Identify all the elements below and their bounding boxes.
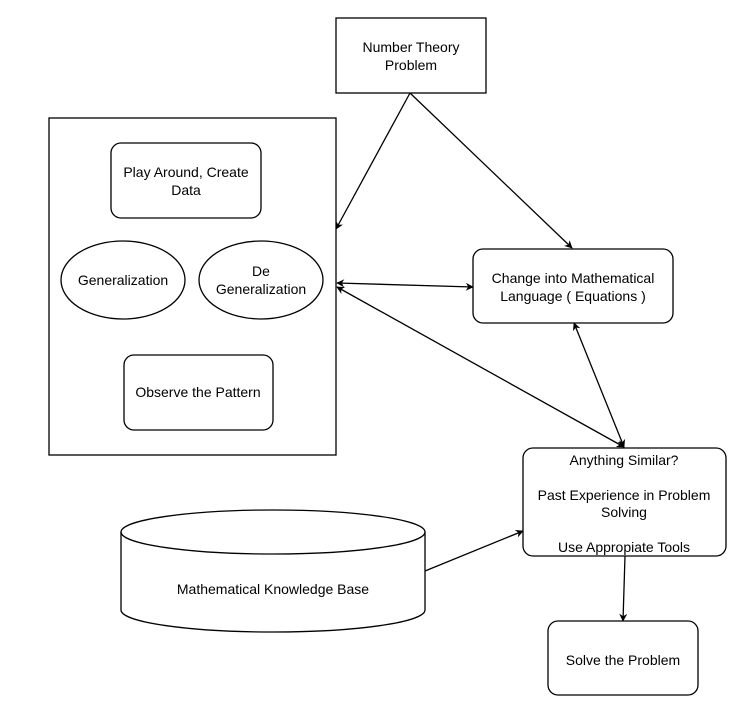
node-de-generalization: De Generalization: [198, 240, 324, 320]
anything-similar-line-4: Solving: [601, 504, 647, 520]
observe-pattern-line-1: Observe the Pattern: [135, 384, 260, 400]
node-anything-similar: Anything Similar? Past Experience in Pro…: [522, 447, 727, 557]
de-generalization-line-1: De: [252, 263, 270, 279]
generalization-line-1: Generalization: [78, 272, 168, 288]
number-theory-line-1: Number Theory: [362, 39, 459, 55]
anything-similar-line-1: Anything Similar?: [570, 452, 679, 468]
anything-similar-line-6: Use Appropiate Tools: [558, 539, 690, 555]
change-math-line-1: Change into Mathematical: [492, 270, 655, 286]
node-observe-pattern: Observe the Pattern: [123, 354, 274, 431]
edge-anything-similar-to-solve: [619, 555, 628, 622]
node-play-around: Play Around, Create Data: [110, 142, 262, 219]
knowledge-base-line-1: Mathematical Knowledge Base: [177, 581, 369, 597]
node-solve-problem: Solve the Problem: [547, 620, 699, 696]
number-theory-line-2: Problem: [385, 57, 437, 73]
node-change-math-language: Change into Mathematical Language ( Equa…: [472, 248, 674, 324]
edge-problem-to-explore-group: [335, 92, 411, 230]
node-knowledge-base: Mathematical Knowledge Base: [120, 509, 426, 633]
play-around-line-2: Data: [171, 182, 201, 198]
de-generalization-line-2: Generalization: [216, 281, 306, 297]
edge-problem-to-change-math: [409, 92, 573, 249]
node-generalization: Generalization: [60, 240, 186, 320]
node-number-theory-problem: Number Theory Problem: [335, 17, 487, 94]
edge-change-math-anything-similar: [572, 322, 626, 448]
anything-similar-line-3: Past Experience in Problem: [538, 487, 711, 503]
change-math-line-2: Language ( Equations ): [500, 288, 646, 304]
solve-problem-line-1: Solve the Problem: [566, 652, 680, 668]
play-around-line-1: Play Around, Create: [123, 164, 249, 180]
edge-knowledge-to-anything-similar: [424, 530, 524, 572]
edge-explore-group-change-math: [336, 279, 474, 291]
